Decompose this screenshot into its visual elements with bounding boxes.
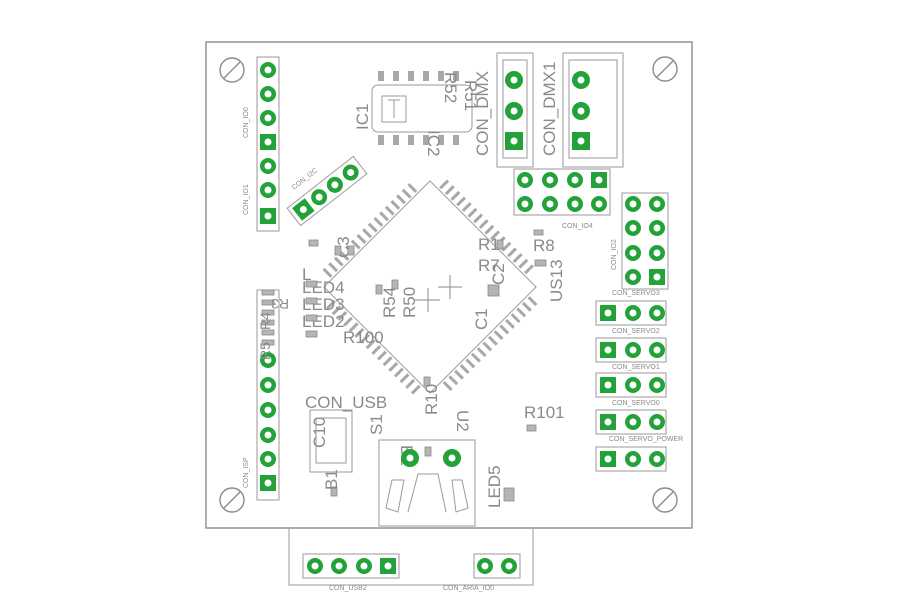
label-r100: R100 xyxy=(343,328,384,347)
label-r51: R51 xyxy=(461,80,480,111)
label-con-isp: CON_ISP xyxy=(243,457,250,488)
header-outline xyxy=(256,56,280,232)
resistor-array-left xyxy=(261,289,275,346)
mounting-holes xyxy=(219,56,678,513)
label-con-aria-io0: CON_ARIA_IO0 xyxy=(443,585,494,592)
servo-headers xyxy=(595,300,667,472)
label-r101: R101 xyxy=(524,403,565,422)
con-usb2 xyxy=(302,553,400,579)
label-b1-left: B1 xyxy=(322,469,341,490)
con-io2 xyxy=(621,192,669,290)
con-io4 xyxy=(513,168,611,216)
label-r10: R10 xyxy=(422,384,441,415)
label-con-usb2: CON_USB2 xyxy=(329,585,367,592)
label-r4: R4 xyxy=(257,312,273,330)
label-r50: R50 xyxy=(400,287,419,318)
label-ic1: IC1 xyxy=(353,104,372,130)
label-r52: R52 xyxy=(441,72,460,103)
left-header-top xyxy=(256,56,280,232)
mcu-qfp xyxy=(322,179,538,395)
label-con-i2c: CON_I2C xyxy=(291,167,319,191)
label-u2: U2 xyxy=(453,410,472,432)
label-r7: R7 xyxy=(478,256,500,275)
label-r54: R54 xyxy=(380,287,399,318)
con-dmx xyxy=(496,52,534,168)
usb-connector xyxy=(378,439,476,527)
con-aria-io0 xyxy=(473,553,521,579)
label-c2: C2 xyxy=(489,263,508,285)
i2c-header xyxy=(286,155,368,227)
label-con-dmx: CON_DMX xyxy=(473,71,492,156)
label-con-io2: CON_IO2 xyxy=(611,239,618,270)
switch-s1 xyxy=(309,409,353,473)
label-con-servo2: CON_SERVO2 xyxy=(612,328,660,335)
label-r1: R1 xyxy=(478,235,500,254)
label-con-io0: CON_IO0 xyxy=(243,107,250,138)
label-c1: C1 xyxy=(472,308,491,330)
mcu-origin-cross xyxy=(415,275,462,312)
label-con-servo0: CON_SERVO0 xyxy=(612,400,660,407)
label-con-io4: CON_IO4 xyxy=(562,223,593,230)
label-con-usb: CON_USB xyxy=(305,393,387,412)
label-con-servo-power: CON_SERVO_POWER xyxy=(609,436,683,443)
label-con-servo1: CON_SERVO1 xyxy=(612,364,660,371)
label-us13: US13 xyxy=(547,259,566,302)
label-con-dmx1: CON_DMX1 xyxy=(540,62,559,156)
smd-parts xyxy=(305,229,547,502)
label-l: L xyxy=(302,265,311,284)
label-c10: C10 xyxy=(310,417,329,448)
label-led5: LED5 xyxy=(485,465,504,508)
label-r3: R3 xyxy=(271,296,289,312)
label-r8: R8 xyxy=(533,236,555,255)
label-r5: R5 xyxy=(257,342,273,360)
con-dmx1 xyxy=(562,52,624,168)
label-s1: S1 xyxy=(367,414,386,435)
label-con-io1: CON_IO1 xyxy=(243,184,250,215)
board-outline xyxy=(205,41,693,529)
label-con-servo3: CON_SERVO3 xyxy=(612,290,660,297)
ic1-package xyxy=(371,71,473,145)
label-ic2: IC2 xyxy=(424,130,443,156)
usb-tab-outline xyxy=(288,528,534,586)
